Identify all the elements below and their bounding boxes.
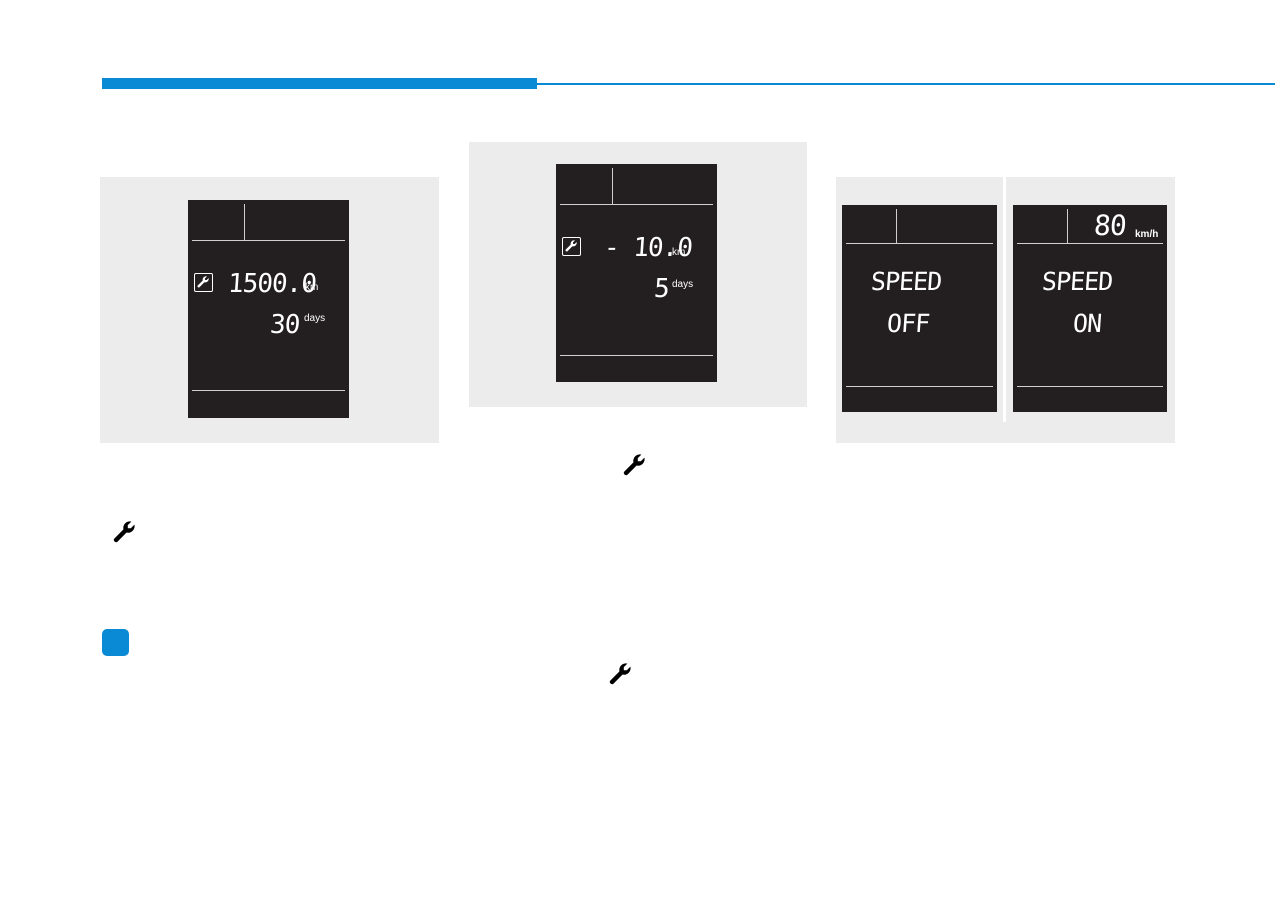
wrench-icon [562,237,581,256]
header-bar-thin [537,83,1275,85]
lcd-divider [846,243,993,244]
speed-label: SPEED [869,267,943,296]
speed-label: SPEED [1040,267,1114,296]
service-distance: 1500.0 [226,269,317,299]
lcd-divider [846,386,993,387]
current-speed: 80 [1092,209,1127,242]
distance-unit: km [305,282,319,293]
lcd-divider [192,390,345,391]
wrench-icon [621,452,647,478]
header-bar-thick [102,78,537,89]
lcd-divider [560,204,713,205]
lcd-display-speed-off: SPEED OFF [842,205,997,412]
distance-unit: km [672,247,686,258]
service-days: 30 [268,310,301,340]
wrench-icon [194,273,213,292]
section-marker [102,629,129,656]
lcd-divider [192,240,345,241]
days-unit: days [304,313,326,324]
lcd-divider [1017,386,1163,387]
lcd-divider [612,168,613,204]
lcd-divider [244,204,245,240]
lcd-display-speed-on: 80 km/h SPEED ON [1013,205,1167,412]
lcd-divider [896,209,897,243]
speed-unit: km/h [1135,229,1159,240]
wrench-icon [111,519,137,545]
lcd-display-1: 1500.0 km 30 days [188,200,349,418]
service-days: 5 [652,274,671,304]
lcd-divider [1067,209,1068,243]
speed-state: ON [1071,309,1103,338]
speed-state: OFF [885,309,931,338]
lcd-divider [1017,243,1163,244]
lcd-divider [560,355,713,356]
days-unit: days [672,279,694,290]
panel-divider [1003,177,1006,422]
wrench-icon [607,661,633,687]
lcd-display-2: - 10.0 km 5 days [556,164,717,382]
